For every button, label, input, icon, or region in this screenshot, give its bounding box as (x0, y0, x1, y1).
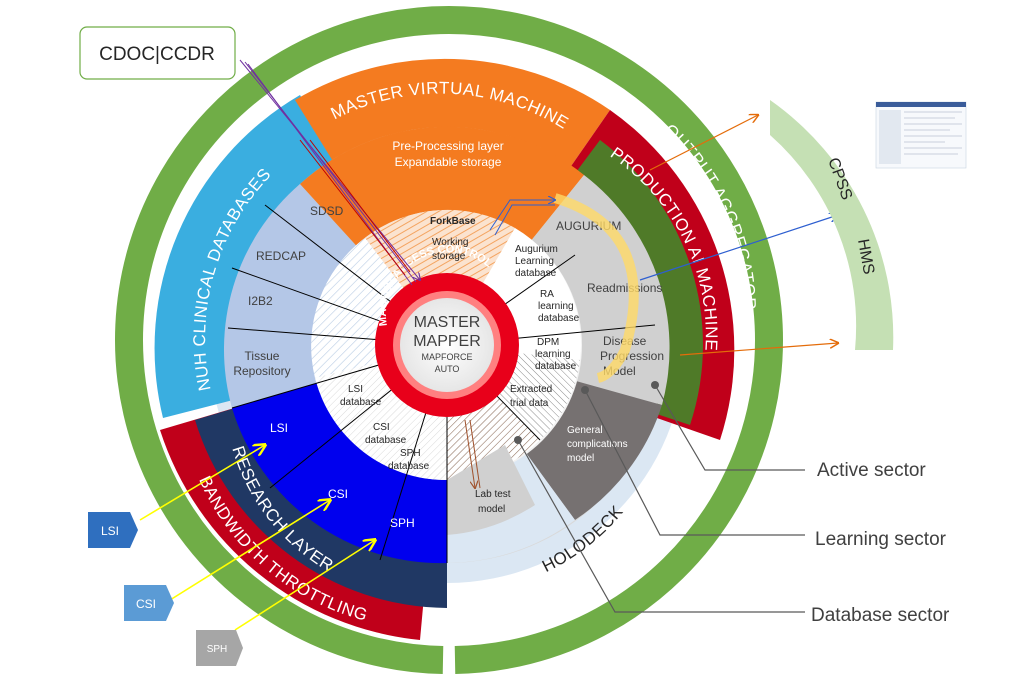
lsi-db-1: LSI (348, 384, 363, 395)
vm-text-2: Expandable storage (395, 155, 502, 169)
lab-2: model (478, 504, 505, 515)
site-sph-badge (196, 630, 243, 666)
forkbase-label: ForkBase (430, 216, 476, 227)
ra-2: learning (538, 301, 574, 312)
input-arrows (239, 59, 420, 286)
legend-active: Active sector (817, 460, 926, 481)
research-sph: SPH (390, 516, 415, 530)
firewall-label: NUH FIREWALL (73, 246, 106, 382)
cdoc-label: CDOC|CCDR (99, 44, 215, 65)
legend-pointers (517, 384, 805, 613)
aug-db-1: Augurium (515, 244, 558, 255)
hms-label: HMS (854, 238, 877, 276)
redcap-label: REDCAP (256, 249, 306, 263)
research-csi: CSI (328, 487, 348, 501)
lsi-db-2: database (340, 397, 382, 408)
dpm-1: DPM (537, 337, 559, 348)
gc-2: complications (567, 439, 628, 450)
gc-3: model (567, 453, 594, 464)
sph-db-1: SPH (400, 448, 421, 459)
site-sph-label: SPH (207, 644, 228, 655)
firewall-ring (115, 6, 783, 674)
extracted-1: Extracted (510, 384, 552, 395)
legend-database: Database sector (811, 605, 950, 626)
forkbase-arrows (489, 200, 555, 236)
tissue-label-2: Repository (233, 364, 290, 378)
center-line2: MAPPER (413, 333, 481, 350)
screenshot-thumbnail (875, 101, 967, 169)
site-csi-badge (124, 585, 174, 621)
output-arrow-3 (679, 343, 838, 356)
ra-1: RA (540, 289, 554, 300)
dpm-3: database (535, 361, 577, 372)
working-label-1: Working (432, 237, 469, 248)
aug-db-3: database (515, 268, 557, 279)
aug-db-2: Learning (515, 256, 554, 267)
i2b2-label: I2B2 (248, 294, 273, 308)
center-line1: MASTER (414, 314, 481, 331)
csi-db-1: CSI (373, 422, 390, 433)
legend-learning: Learning sector (815, 529, 947, 550)
center-line4: AUTO (435, 364, 460, 374)
lab-test-sector (447, 445, 535, 535)
vm-text-1: Pre-Processing layer (392, 139, 503, 153)
cdoc-box (79, 26, 236, 80)
center-line3: MAPFORCE (421, 352, 472, 362)
gc-1: General (567, 425, 603, 436)
active-dot (651, 381, 659, 389)
working-label-2: storage (432, 251, 466, 262)
tissue-label-1: Tissue (245, 349, 280, 363)
extracted-2: trial data (510, 398, 549, 409)
dp-2: Progression (600, 349, 664, 363)
site-arrows (139, 445, 375, 631)
output-arrow-1 (649, 115, 758, 171)
cpss-hms-band (770, 100, 894, 350)
sph-db-2: database (388, 461, 430, 472)
database-dot (514, 436, 522, 444)
ra-3: database (538, 313, 580, 324)
lab-1: Lab test (475, 489, 511, 500)
readmissions-label: Readmissions (587, 281, 662, 295)
sdsd-label: SDSD (310, 204, 344, 218)
site-lsi-label: LSI (101, 524, 119, 538)
dpm-2: learning (535, 349, 571, 360)
site-lsi-badge (88, 512, 138, 548)
feedback-arrow (553, 193, 639, 383)
learning-dot (581, 386, 589, 394)
research-lsi: LSI (270, 421, 288, 435)
site-csi-label: CSI (136, 597, 156, 611)
output-arrow-2 (639, 215, 838, 281)
csi-db-2: database (365, 435, 407, 446)
lab-arrows (464, 419, 481, 488)
master-mapper-core (400, 298, 494, 392)
